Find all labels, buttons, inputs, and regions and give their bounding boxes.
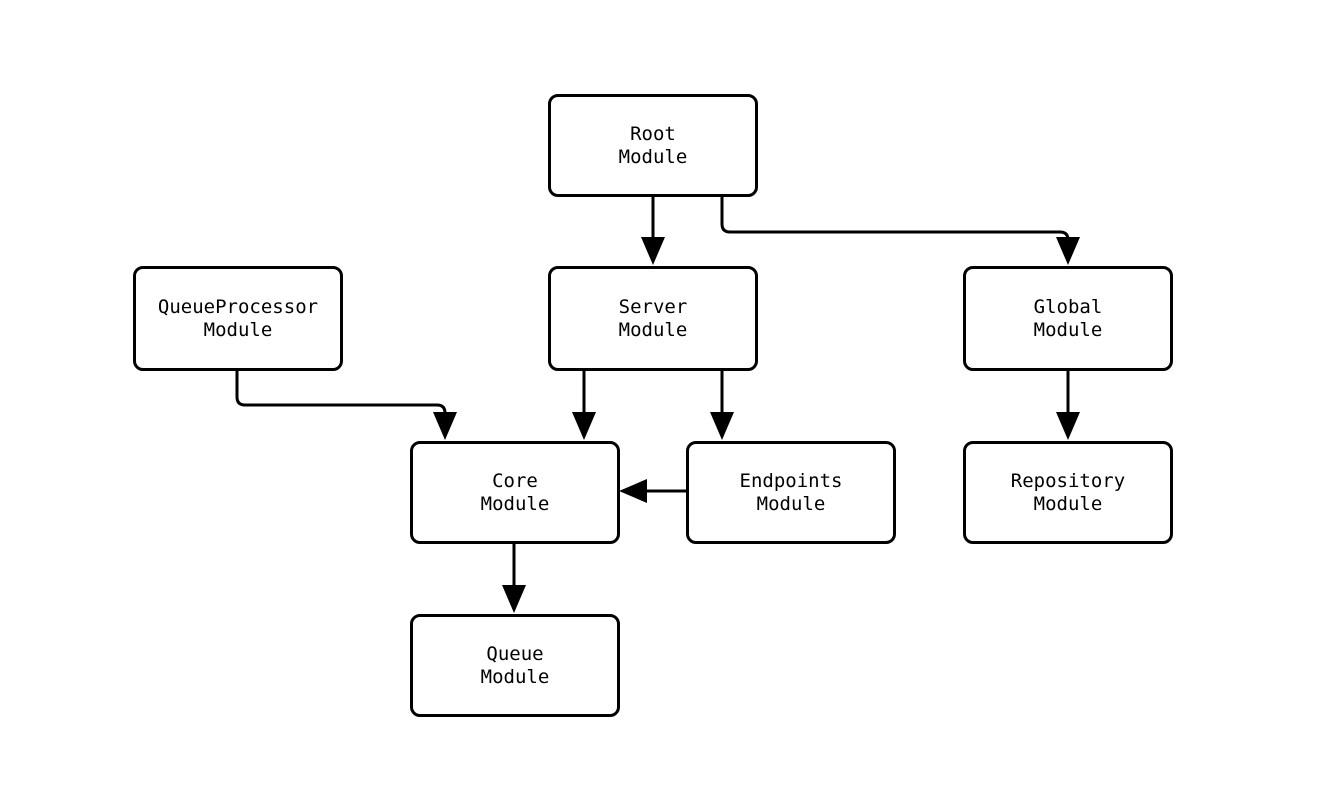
node-endpoints-label-line2: Module <box>756 492 826 515</box>
arrowhead-down <box>572 412 596 440</box>
node-queueprocessor[interactable]: QueueProcessor Module <box>133 266 343 371</box>
edge-global-repository <box>1056 371 1080 440</box>
edge-core-queue <box>502 544 526 613</box>
edge-root-global <box>720 197 1080 265</box>
node-root[interactable]: Root Module <box>548 94 758 197</box>
arrowhead-down <box>502 585 526 613</box>
node-global[interactable]: Global Module <box>963 266 1173 371</box>
node-server-label-line2: Module <box>618 318 688 341</box>
node-core[interactable]: Core Module <box>410 441 620 544</box>
edge-endpoints-core <box>619 479 686 503</box>
edge-server-endpoints <box>710 371 734 440</box>
node-queue[interactable]: Queue Module <box>410 614 620 717</box>
node-root-label-line1: Root <box>630 122 676 145</box>
edge-server-core <box>572 371 596 440</box>
arrowhead-down <box>1056 237 1080 265</box>
node-repository[interactable]: Repository Module <box>963 441 1173 544</box>
arrowhead-down <box>1056 412 1080 440</box>
arrowhead-down <box>433 412 457 440</box>
node-server-label-line1: Server <box>618 295 688 318</box>
node-global-label-line1: Global <box>1033 295 1103 318</box>
node-queue-label-line2: Module <box>480 665 550 688</box>
node-root-label-line2: Module <box>618 145 688 168</box>
node-queueprocessor-label-line1: QueueProcessor <box>157 295 319 318</box>
node-repository-label-line1: Repository <box>1010 469 1126 492</box>
node-endpoints-label-line1: Endpoints <box>739 469 843 492</box>
node-queue-label-line1: Queue <box>486 642 544 665</box>
node-endpoints[interactable]: Endpoints Module <box>686 441 896 544</box>
node-core-label-line1: Core <box>492 469 538 492</box>
edge-queueprocessor-core <box>235 371 457 440</box>
node-repository-label-line2: Module <box>1033 492 1103 515</box>
arrowhead-down <box>710 412 734 440</box>
node-core-label-line2: Module <box>480 492 550 515</box>
node-server[interactable]: Server Module <box>548 266 758 371</box>
arrowhead-down <box>641 237 665 265</box>
arrowhead-left <box>619 479 647 503</box>
node-global-label-line2: Module <box>1033 318 1103 341</box>
edge-root-server <box>641 197 665 265</box>
node-queueprocessor-label-line2: Module <box>203 318 273 341</box>
